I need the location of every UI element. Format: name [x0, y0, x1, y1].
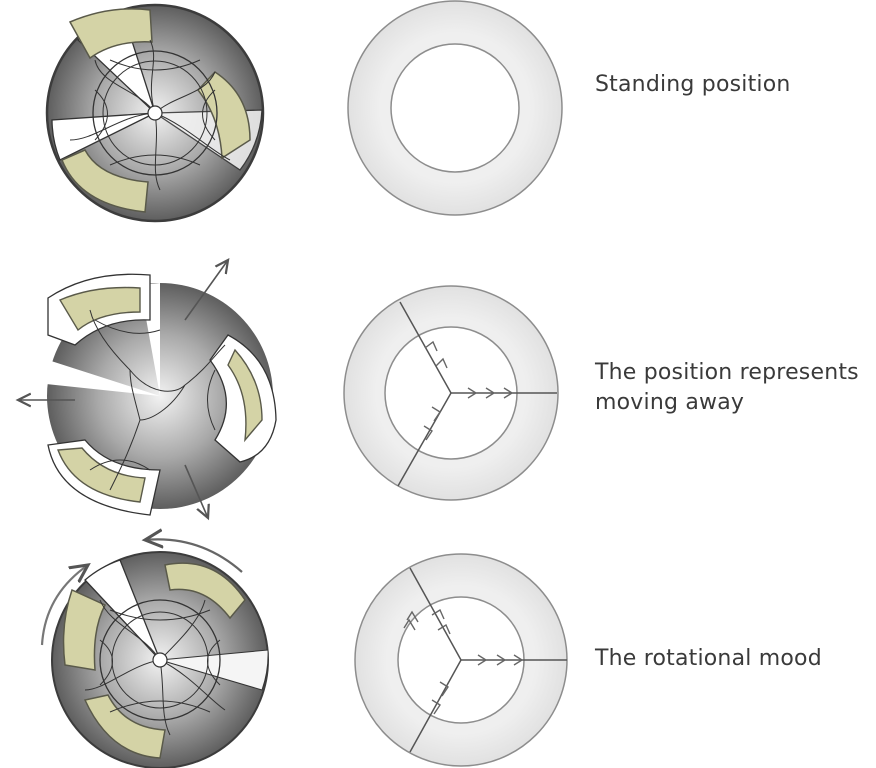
seat-shape	[68, 8, 153, 60]
seat-shape	[62, 588, 107, 671]
seat-shape	[227, 348, 263, 443]
caption-moving-away: The position represents moving away	[595, 358, 859, 418]
seat-shape	[57, 447, 146, 503]
caption-rotational-mood: The rotational mood	[595, 644, 822, 674]
seat-shape	[83, 694, 166, 759]
pod-rotational	[40, 539, 269, 768]
caption-line: The rotational mood	[595, 646, 822, 671]
ring-rotational	[354, 553, 568, 767]
seat-shape	[58, 286, 141, 332]
caption-line: moving away	[595, 390, 745, 415]
pod-moving-away	[18, 260, 277, 518]
caption-standing-position: Standing position	[595, 70, 791, 100]
seat-shape	[164, 562, 246, 620]
caption-line: The position represents	[595, 360, 859, 385]
ring-moving-away	[343, 285, 559, 501]
seat-shape	[61, 149, 149, 213]
ring-standing	[347, 0, 563, 216]
caption-line: Standing position	[595, 72, 791, 97]
pod-standing	[45, 3, 265, 223]
